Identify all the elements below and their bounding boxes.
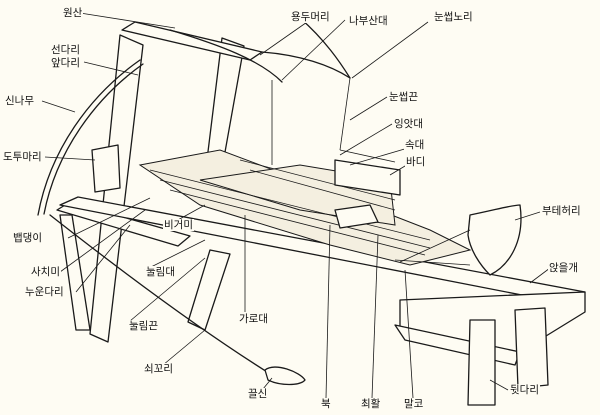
label-yongdumeori: 용두머리 bbox=[290, 11, 331, 23]
label-nullimkkeun: 눌림끈 bbox=[128, 320, 159, 332]
label-garodae: 가로대 bbox=[238, 313, 269, 325]
label-nunsseopnori: 눈썹노리 bbox=[433, 11, 474, 23]
label-sachimi: 사치미 bbox=[30, 266, 61, 278]
label-bigeomi: 비거미 bbox=[163, 219, 194, 231]
label-budeheori: 부테허리 bbox=[541, 205, 582, 217]
label-ingatdae: 잉앗대 bbox=[393, 118, 424, 130]
label-wonsan: 원산 bbox=[62, 7, 84, 19]
label-sinnamu: 신나무 bbox=[4, 95, 35, 107]
label-nunsseopkkeun: 눈썹끈 bbox=[388, 91, 419, 103]
label-nabusandae: 나부산대 bbox=[348, 15, 389, 27]
label-baeppaengi: 뱁댕이 bbox=[12, 232, 43, 244]
label-nullimdae: 눌림대 bbox=[145, 266, 176, 278]
label-anilgae: 앉을개 bbox=[548, 262, 579, 274]
dotumari-roller bbox=[91, 144, 121, 193]
label-buk: 북 bbox=[320, 398, 332, 410]
soekkori-cord bbox=[49, 214, 273, 376]
label-twitdari: 뒷다리 bbox=[509, 384, 540, 396]
buk-shuttle bbox=[334, 204, 379, 229]
leader-lines bbox=[41, 12, 551, 399]
label-kkeulsin: 끌신 bbox=[247, 388, 269, 400]
yongdumeori-rod bbox=[169, 29, 283, 83]
badi-reed bbox=[334, 159, 401, 196]
label-badi: 바디 bbox=[405, 156, 427, 168]
label-malko: 말코 bbox=[403, 398, 425, 410]
budeheori-strap bbox=[467, 204, 522, 276]
label-seondari: 선다리 bbox=[50, 44, 81, 56]
sinnamu-curve bbox=[37, 59, 141, 216]
label-dotumari: 도투마리 bbox=[2, 151, 43, 163]
label-nuundari: 누운다리 bbox=[24, 286, 65, 298]
kkeulsin-sandal bbox=[264, 366, 306, 386]
label-apdari: 앞다리 bbox=[50, 57, 81, 69]
label-sokdae: 속대 bbox=[404, 139, 426, 151]
label-choehwal: 최활 bbox=[360, 398, 382, 410]
label-soekkori: 쇠꼬리 bbox=[143, 363, 174, 375]
